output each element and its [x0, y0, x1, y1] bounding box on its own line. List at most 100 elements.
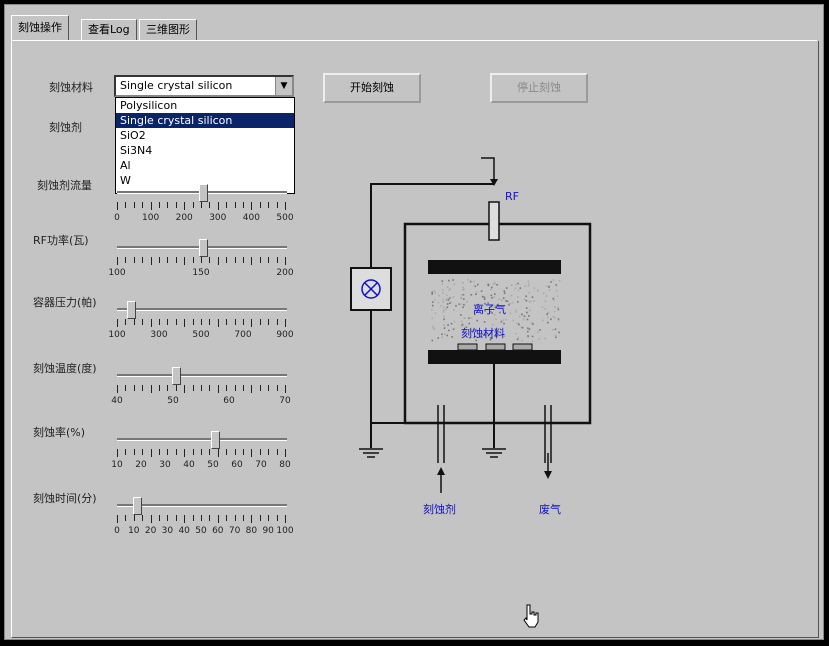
wafer-1 [457, 343, 478, 351]
slider-tick-label: 200 [175, 213, 193, 223]
slider-tick-label: 200 [276, 268, 294, 278]
slider-tick-label: 20 [135, 460, 147, 470]
chamber-outline [403, 222, 592, 425]
slider-ticks [117, 202, 287, 210]
slider-tick-label: 100 [142, 213, 160, 223]
slider-tick-label: 30 [159, 460, 171, 470]
material-option[interactable]: SiO2 [120, 129, 146, 142]
slider-tick-label: 80 [279, 460, 291, 470]
rf-input-line [481, 157, 495, 183]
ground-icon-center [482, 448, 506, 458]
material-option[interactable]: W [120, 174, 131, 187]
slider-tick-label: 500 [192, 330, 210, 340]
slider-tick-label: 700 [234, 330, 252, 340]
etchant-label: 刻蚀剂 [49, 121, 82, 134]
slider-tick-label: 30 [161, 526, 174, 536]
slider-thumb[interactable] [210, 431, 220, 449]
slider-track[interactable] [117, 438, 287, 441]
wafer-2 [485, 343, 506, 351]
plasma-label: 离子气 [473, 302, 506, 316]
plasma-region [431, 279, 561, 343]
slider-thumb[interactable] [133, 497, 143, 515]
slider-tick-label: 80 [245, 526, 258, 536]
rf-generator-icon [361, 279, 381, 299]
slider-tick-label: 70 [228, 526, 241, 536]
slider-tick-label: 90 [262, 526, 274, 536]
slider-tick-label: 10 [111, 460, 123, 470]
slider-tick-label: 40 [183, 460, 195, 470]
rf-arrow-icon [490, 179, 498, 186]
slider-tick-label: 50 [167, 396, 179, 406]
slider-label: 刻蚀时间(分) [33, 492, 97, 505]
etchant-inlet-arrow-icon [437, 467, 445, 475]
slider-track[interactable] [117, 374, 287, 377]
slider-tick-label: 40 [111, 396, 123, 406]
slider-tick-label: 10 [128, 526, 140, 536]
slider-ticks [117, 319, 287, 327]
slider-label: RF功率(瓦) [33, 234, 89, 247]
hand-cursor-icon [523, 604, 539, 628]
material-select[interactable]: Single crystal silicon ▼ [114, 75, 294, 97]
etch-chamber-diagram: RF 离子气 刻蚀材料 [350, 157, 592, 516]
exhaust-label: 废气 [539, 502, 561, 516]
slider-tick-label: 0 [114, 526, 120, 536]
parameter-slider[interactable]: 100 150 200 [108, 237, 294, 278]
slider-tick-label: 40 [178, 526, 190, 536]
rf-feed-wire [370, 183, 411, 268]
slider-track[interactable] [117, 504, 287, 507]
material-option[interactable]: Al [120, 159, 131, 172]
slider-tick-label: 60 [223, 396, 235, 406]
slider-tick-label: 400 [242, 213, 260, 223]
parameter-slider[interactable]: 100 300 500 700 900 [108, 299, 294, 340]
material-option[interactable]: Polysilicon [120, 99, 178, 112]
slider-tick-label: 300 [150, 330, 168, 340]
tab-divider [11, 40, 817, 41]
slider-thumb[interactable] [127, 301, 137, 319]
material-option[interactable]: Single crystal silicon [116, 113, 294, 128]
start-etch-button[interactable]: 开始刻蚀 [323, 73, 421, 103]
slider-tick-label: 300 [209, 213, 227, 223]
slider-ticks [117, 449, 287, 457]
slider-tick-label: 150 [192, 268, 210, 278]
slider-thumb[interactable] [171, 367, 181, 385]
chevron-down-icon[interactable]: ▼ [275, 77, 292, 95]
etchant-inlet-label: 刻蚀剂 [423, 502, 456, 516]
slider-label: 容器压力(帕) [33, 296, 97, 309]
upper-electrode [428, 260, 561, 274]
slider-tick-label: 100 [108, 330, 126, 340]
ground-icon-left [359, 448, 383, 458]
exhaust-arrow-icon [544, 471, 552, 479]
tab-etch-operation[interactable]: 刻蚀操作 [11, 15, 69, 40]
slider-tick-label: 900 [276, 330, 294, 340]
slider-tick-label: 50 [195, 526, 207, 536]
rf-feedthrough [488, 201, 500, 241]
slider-label: 刻蚀率(%) [33, 426, 86, 439]
slider-track[interactable] [117, 308, 287, 311]
parameter-slider[interactable]: 40 50 60 70 [111, 365, 291, 406]
tab-view-log[interactable]: 查看Log [81, 19, 137, 40]
parameter-slider[interactable]: 0 100 200 300 400 500 [114, 182, 294, 223]
slider-tick-label: 100 [276, 526, 294, 536]
slider-tick-label: 100 [108, 268, 126, 278]
slider-ticks [117, 385, 287, 393]
slider-thumb[interactable] [199, 184, 208, 202]
slider-tick-label: 60 [231, 460, 243, 470]
slider-ticks [117, 515, 287, 523]
slider-tick-label: 20 [144, 526, 157, 536]
slider-ticks [117, 257, 287, 265]
material-select-value: Single crystal silicon [120, 79, 233, 92]
material-option[interactable]: Si3N4 [120, 144, 153, 157]
tab-3d-graphics[interactable]: 三维图形 [139, 19, 197, 40]
slider-thumb[interactable] [199, 239, 208, 257]
slider-tick-label: 70 [279, 396, 291, 406]
stop-etch-button[interactable]: 停止刻蚀 [490, 73, 588, 103]
application-window: 刻蚀操作 查看Log 三维图形 刻蚀材料 Single crystal sili… [4, 4, 824, 640]
slider-tick-label: 70 [255, 460, 267, 470]
wafer-3 [512, 343, 533, 351]
slider-tick-label: 0 [114, 213, 120, 223]
slider-tick-label: 500 [276, 213, 294, 223]
material-diagram-label: 刻蚀材料 [461, 326, 505, 340]
